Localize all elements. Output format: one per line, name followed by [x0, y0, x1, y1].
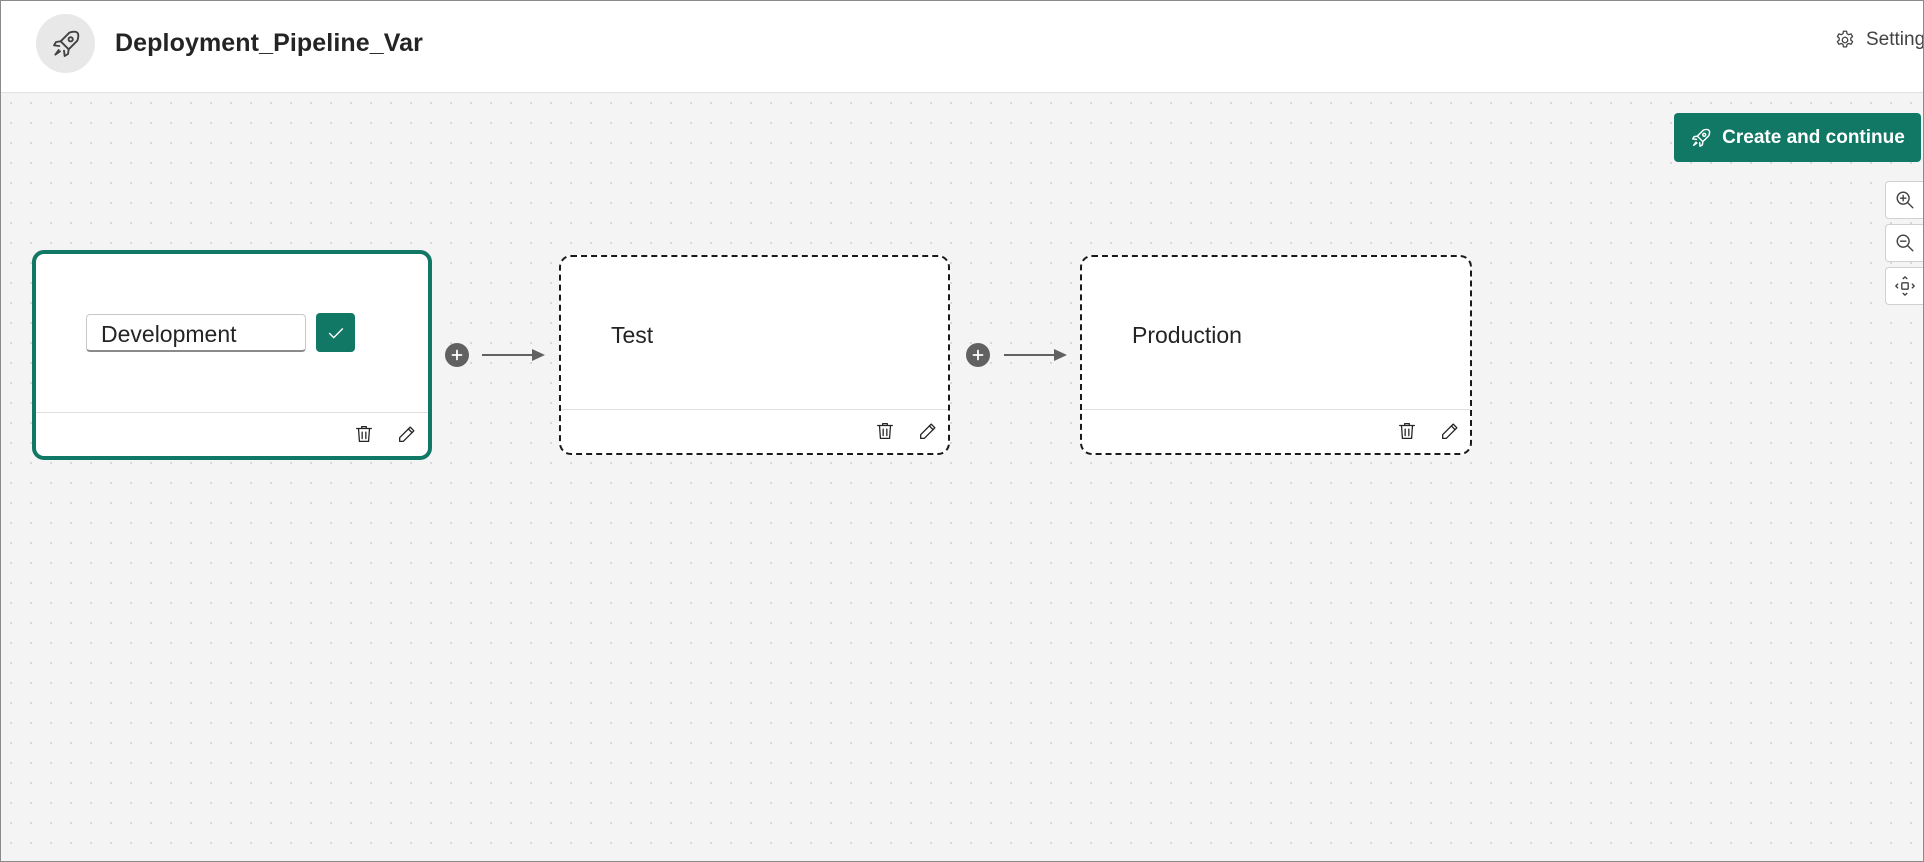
rocket-icon [1692, 128, 1711, 147]
settings-label: Settings [1866, 29, 1923, 50]
delete-stage-button[interactable] [1393, 417, 1421, 445]
trash-icon [877, 423, 893, 439]
pencil-icon [1442, 423, 1458, 439]
confirm-name-button[interactable] [316, 313, 355, 352]
zoom-in-icon [1896, 191, 1913, 209]
header: Deployment_Pipeline_Var Settings [1, 1, 1923, 93]
edit-stage-button[interactable] [1436, 417, 1464, 445]
stage-footer [36, 412, 428, 456]
add-stage-button[interactable] [966, 343, 990, 367]
zoom-out-icon [1896, 234, 1913, 252]
delete-stage-button[interactable] [871, 417, 899, 445]
edit-stage-button[interactable] [914, 417, 942, 445]
trash-icon [356, 426, 372, 442]
connector-arrow [1004, 349, 1067, 361]
pipeline-canvas[interactable]: Create and continue [1, 93, 1923, 861]
rocket-icon [36, 14, 95, 73]
zoom-out-button[interactable] [1885, 224, 1923, 262]
create-and-continue-button[interactable]: Create and continue [1674, 113, 1921, 162]
fit-to-screen-button[interactable] [1885, 267, 1923, 305]
pencil-icon [920, 423, 936, 439]
add-stage-button[interactable] [445, 343, 469, 367]
plus-icon [451, 349, 463, 361]
settings-button[interactable]: Settings [1834, 29, 1923, 51]
gear-icon [1836, 30, 1854, 48]
stage-name: Production [1132, 322, 1242, 348]
page-title: Deployment_Pipeline_Var [115, 29, 423, 57]
stage-card-development[interactable] [32, 250, 432, 460]
zoom-in-button[interactable] [1885, 181, 1923, 219]
stage-name-input[interactable] [86, 314, 306, 352]
delete-stage-button[interactable] [350, 420, 378, 448]
checkmark-icon [328, 327, 343, 338]
plus-icon [972, 349, 984, 361]
connector-arrow [482, 349, 545, 361]
stage-card-production[interactable]: Production [1080, 255, 1472, 455]
create-and-continue-label: Create and continue [1722, 126, 1905, 148]
stage-card-test[interactable]: Test [559, 255, 950, 455]
fit-to-screen-icon [1894, 276, 1915, 296]
stage-name: Test [611, 322, 654, 348]
stage-footer [1082, 409, 1470, 453]
pencil-icon [399, 426, 415, 442]
stage-footer [561, 409, 948, 453]
edit-stage-button[interactable] [393, 420, 421, 448]
trash-icon [1399, 423, 1415, 439]
